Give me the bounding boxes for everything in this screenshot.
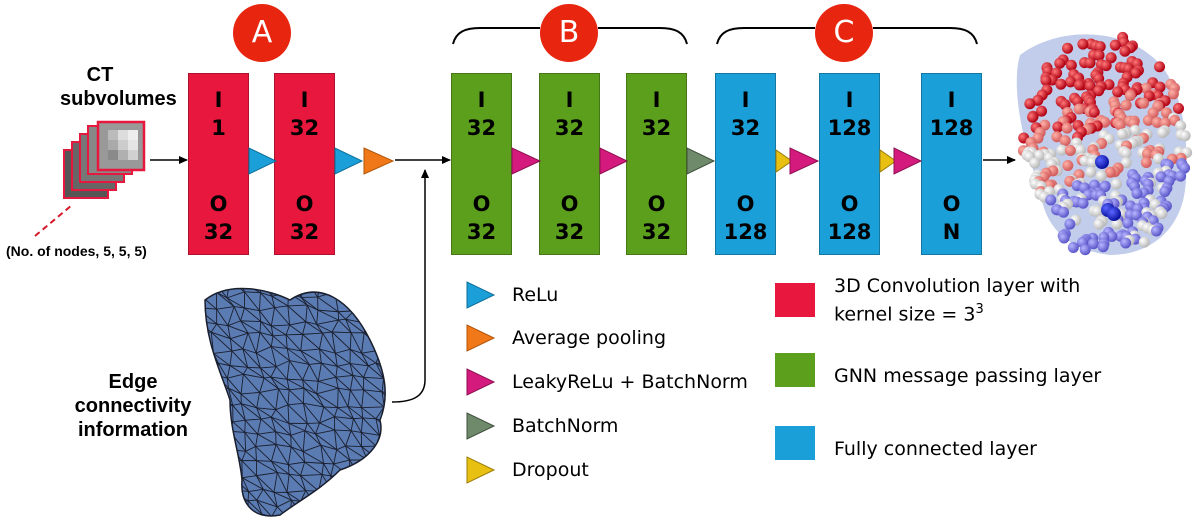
legend-avgpool-label: Average pooling: [512, 327, 667, 349]
ct-subvolumes-title: CT subvolumes: [60, 63, 177, 111]
layer-in-prefix: I: [741, 88, 750, 112]
legend-conv-line1: 3D Convolution layer with: [834, 275, 1081, 297]
legend-leaky-label: LeakyReLu + BatchNorm: [512, 371, 748, 393]
gnn-layer-3: I 32 O 32: [626, 73, 687, 255]
layer-in-prefix: I: [845, 88, 854, 112]
legend-gnn-swatch: [775, 353, 815, 387]
legend-conv-kernel: kernel size = 3: [834, 303, 976, 326]
layer-out-value: 32: [289, 220, 320, 244]
legend-batchnorm-label: BatchNorm: [512, 415, 619, 437]
layer-out-value: 32: [203, 220, 234, 244]
legend-conv-line2: kernel size = 33: [834, 302, 984, 325]
edge-mesh-icon: [204, 287, 386, 517]
layer-out-prefix: O: [472, 192, 491, 216]
layer-in-value: 128: [929, 116, 974, 140]
edge-title-line3: information: [78, 419, 188, 441]
layer-in-value: 32: [554, 116, 585, 140]
layer-out-prefix: O: [942, 192, 961, 216]
legend-relu-label: ReLu: [512, 284, 559, 306]
layer-in-prefix: I: [565, 88, 574, 112]
layer-out-prefix: O: [840, 192, 859, 216]
layer-out-value: 128: [827, 220, 872, 244]
layer-in-value: 1: [211, 116, 226, 140]
layer-in-prefix: I: [214, 88, 223, 112]
conv-layer-2: I 32 O 32: [274, 73, 335, 255]
ct-title-line1: CT: [86, 64, 114, 86]
layer-out-prefix: O: [647, 192, 666, 216]
layer-in-prefix: I: [947, 88, 956, 112]
legend-conv-kernel-exp: 3: [975, 302, 984, 317]
layer-out-prefix: O: [560, 192, 579, 216]
layer-in-prefix: I: [300, 88, 309, 112]
layer-in-value: 32: [289, 116, 320, 140]
fc-layer-2: I 128 O 128: [819, 73, 880, 255]
fc-layer-3: I 128 O N: [921, 73, 982, 255]
ct-title-line2: subvolumes: [60, 88, 177, 110]
edge-title-line1: Edge: [108, 371, 158, 393]
legend-dropout-label: Dropout: [512, 459, 589, 481]
layer-in-prefix: I: [477, 88, 486, 112]
output-pointcloud-icon: [1016, 31, 1193, 256]
section-badge-a: A: [233, 4, 291, 62]
ct-subvolume-stack-icon: [63, 120, 146, 199]
layer-in-value: 128: [827, 116, 872, 140]
layer-in-value: 32: [641, 116, 672, 140]
section-badge-b: B: [540, 4, 598, 62]
layer-out-value: 128: [723, 220, 768, 244]
legend-fc-swatch: [775, 426, 815, 460]
section-badge-c: C: [815, 4, 873, 62]
legend-fc-label: Fully connected layer: [834, 438, 1037, 460]
edge-connectivity-title: Edge connectivity information: [58, 370, 208, 442]
fc-layer-1: I 32 O 128: [715, 73, 776, 255]
layer-out-prefix: O: [209, 192, 228, 216]
node-dims-label: (No. of nodes, 5, 5, 5): [6, 243, 147, 259]
edge-title-line2: connectivity: [74, 395, 192, 417]
layer-out-value: 32: [554, 220, 585, 244]
gnn-layer-2: I 32 O 32: [539, 73, 600, 255]
layer-out-value: N: [942, 220, 961, 244]
layer-in-prefix: I: [652, 88, 661, 112]
legend-conv-swatch: [775, 283, 815, 317]
legend-gnn-label: GNN message passing layer: [834, 365, 1102, 387]
layer-out-value: 32: [641, 220, 672, 244]
gnn-layer-1: I 32 O 32: [451, 73, 512, 255]
conv-layer-1: I 1 O 32: [188, 73, 249, 255]
layer-out-value: 32: [466, 220, 497, 244]
layer-in-value: 32: [466, 116, 497, 140]
layer-in-value: 32: [730, 116, 761, 140]
layer-out-prefix: O: [736, 192, 755, 216]
layer-out-prefix: O: [295, 192, 314, 216]
